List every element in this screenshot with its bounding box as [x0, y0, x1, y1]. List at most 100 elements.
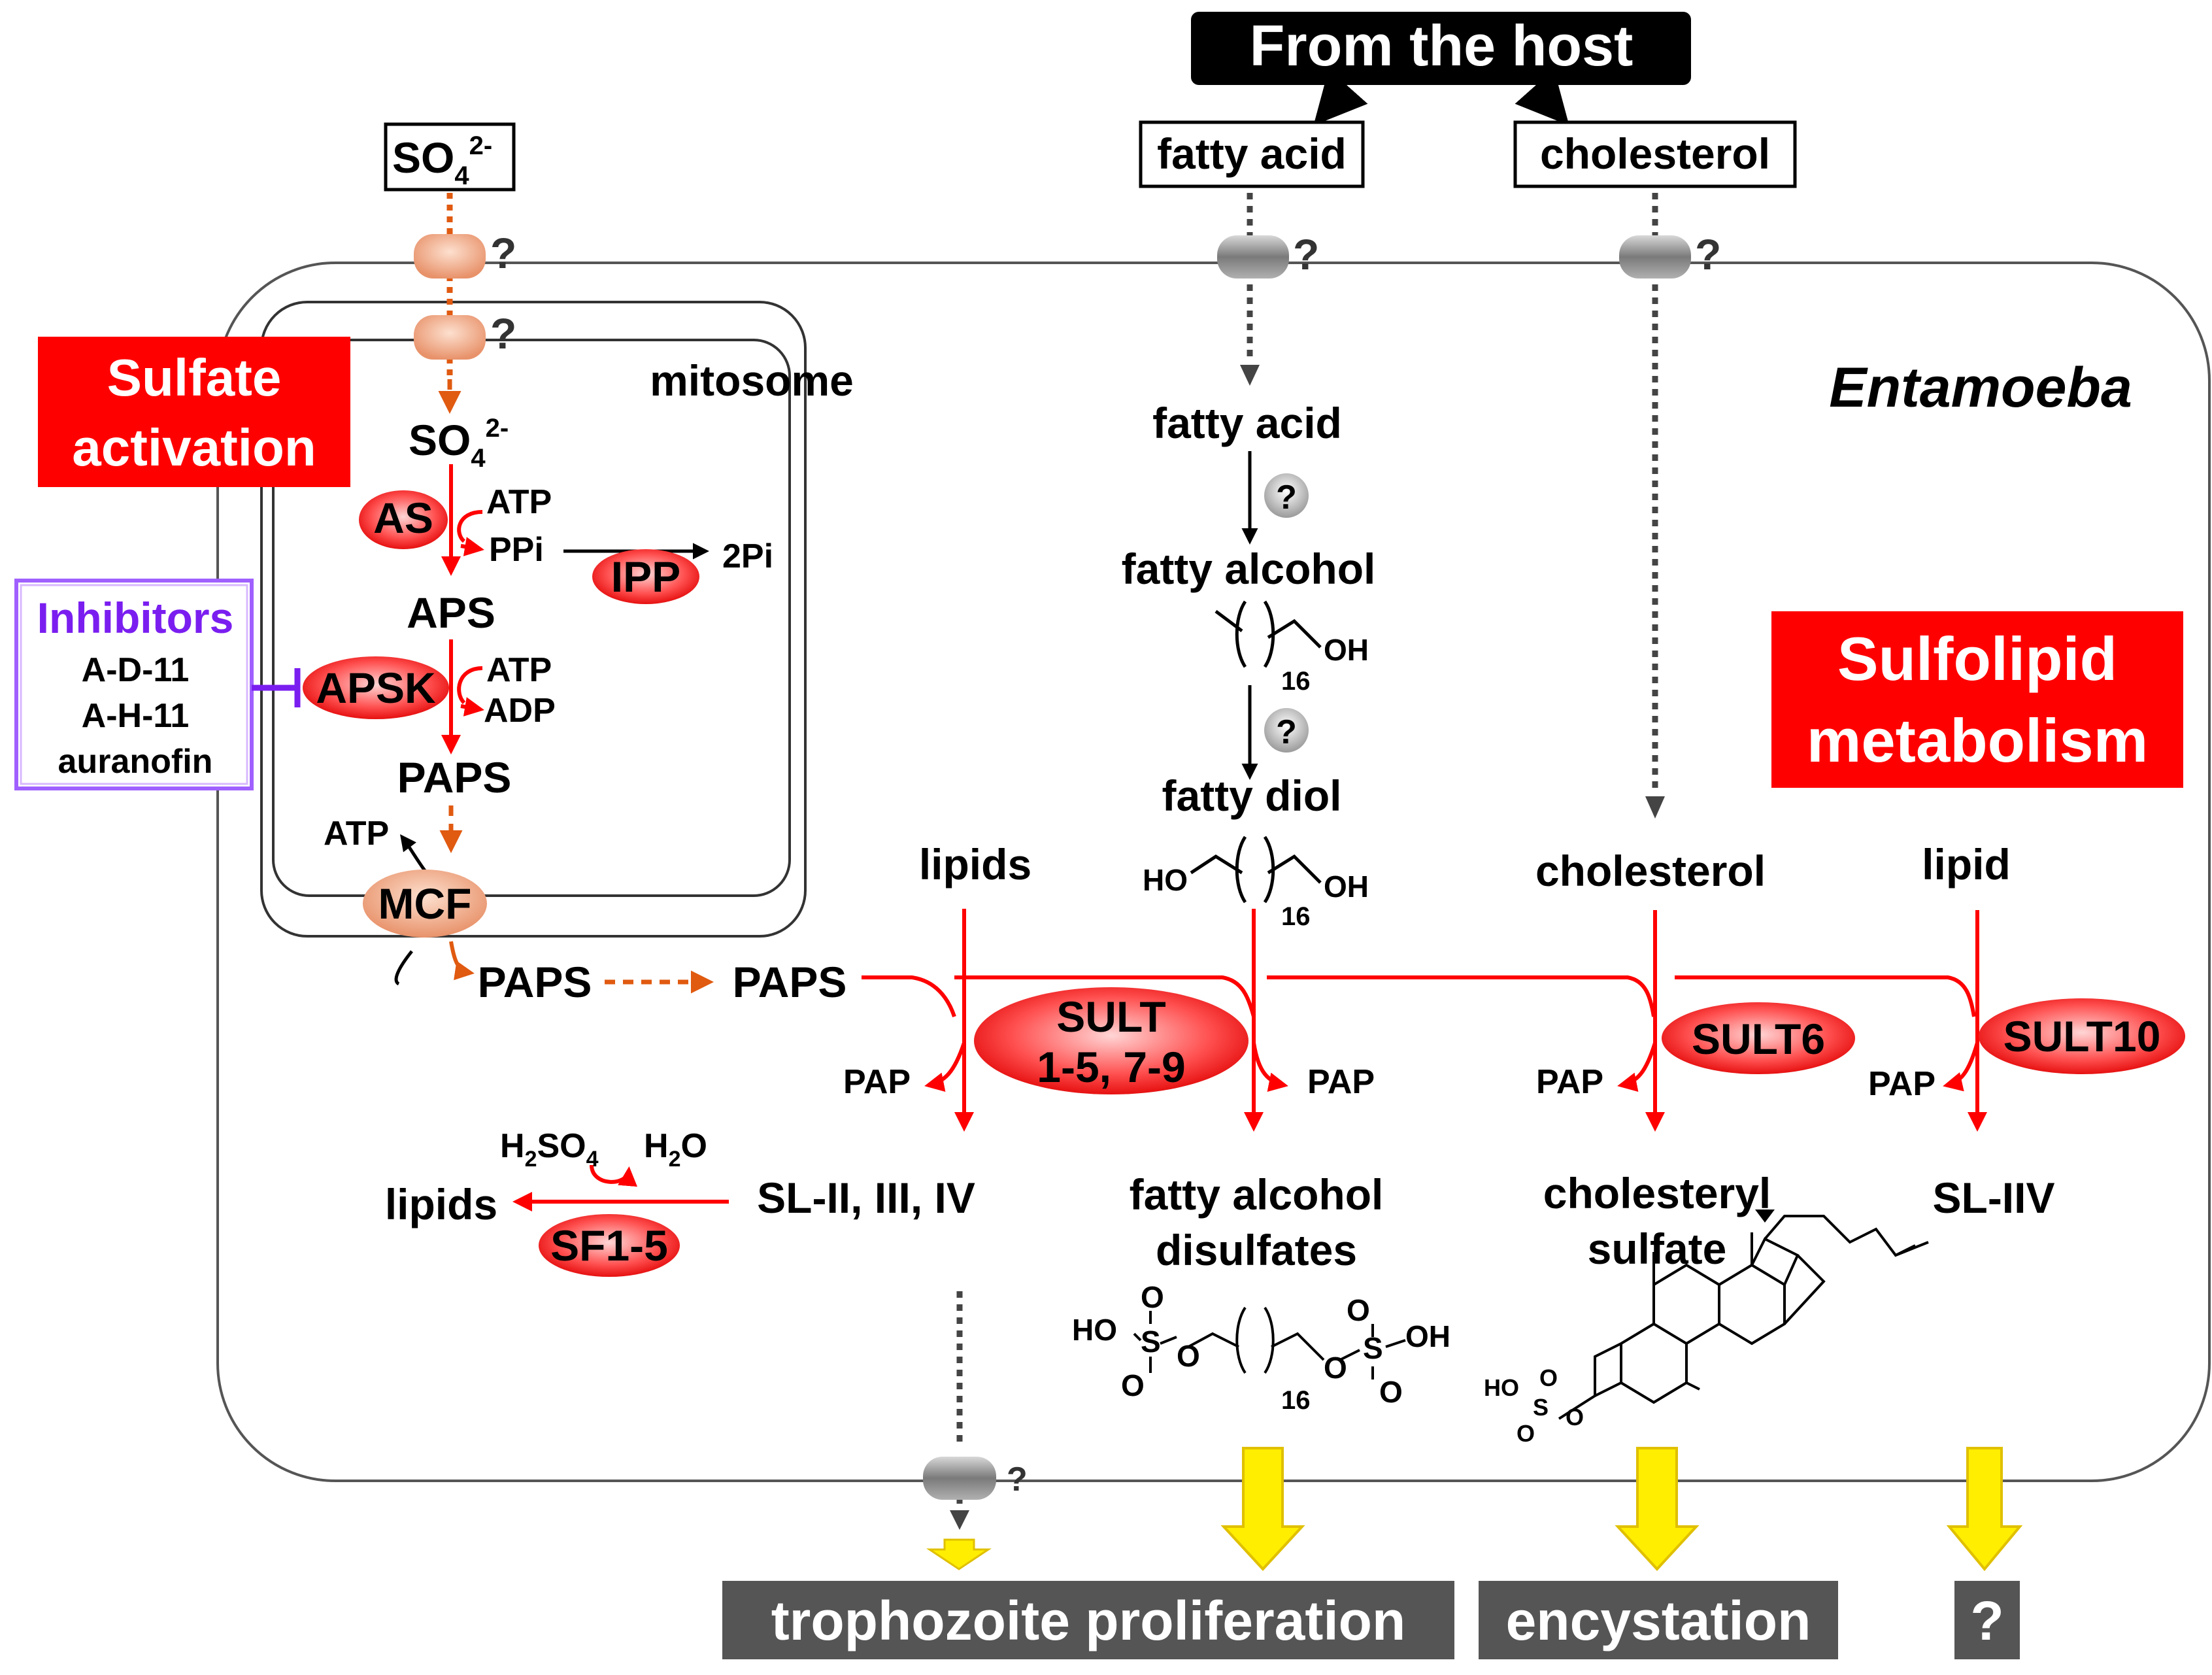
lipids-product-label: lipids [385, 1180, 497, 1228]
fatty-acid-host-box [1139, 120, 1365, 188]
svg-text:S: S [1363, 1331, 1383, 1365]
sult10-label: SULT10 [2003, 1012, 2161, 1060]
svg-text:S: S [1141, 1325, 1161, 1359]
disulfate-outcome-arrow [1220, 1447, 1305, 1571]
unknown-enzyme-2-label: ? [1276, 713, 1297, 751]
pap-cholesterol-label: PAP [1536, 1063, 1603, 1101]
mitosome-inner-membrane [272, 339, 791, 897]
unknown-outcome-box [1954, 1581, 2020, 1659]
inhibitor-item: A-H-11 [82, 697, 190, 735]
inhibitor-item: A-D-11 [82, 651, 190, 689]
two-pi-label: 2Pi [722, 537, 773, 575]
sult10-enzyme [1979, 998, 2185, 1074]
as-enzyme [359, 490, 448, 549]
svg-text:O: O [1177, 1339, 1200, 1373]
pap-lipids-label: PAP [843, 1063, 911, 1101]
fatty-acid-transporter [1217, 235, 1289, 279]
sl-ii-iii-iv-label: SL-II, III, IV [757, 1174, 975, 1222]
fatty-alcohol-16: 16 [1281, 667, 1311, 696]
sf-enzyme [539, 1214, 680, 1277]
h2o-label: H2O [644, 1127, 707, 1172]
paps-cytosol-label: PAPS [478, 958, 592, 1006]
sult-fatty-pap-arrow [1252, 1042, 1288, 1092]
fatty-alcohol-disulfate-structure: HO S O O O O S O O OH 16 [1072, 1280, 1450, 1415]
fatty-acid-import-arrowhead [1240, 365, 1260, 386]
fatty-diol-16: 16 [1281, 902, 1311, 931]
mitosome-label: mitosome [650, 356, 854, 405]
host-title: From the host [1250, 13, 1634, 78]
sulfate-outer-label: SO42- [392, 131, 492, 190]
mcf-paps-out-arrow [449, 941, 475, 981]
mitosome-outer-membrane [260, 301, 807, 938]
svg-text:O: O [1141, 1280, 1164, 1314]
mcf-label: MCF [378, 879, 472, 928]
cholesterol-cell-label: cholesterol [1535, 847, 1766, 895]
as-label: AS [373, 494, 433, 542]
sult6-pap-arrow [1617, 1042, 1657, 1092]
sult-1-5-7-9-enzyme [974, 987, 1248, 1094]
ipp-enzyme [592, 549, 699, 604]
aps-label: APS [407, 588, 495, 637]
proliferation-box [722, 1581, 1454, 1659]
fatty-acid-host-label: fatty acid [1157, 129, 1347, 178]
h2so4-label: H2SO4 [500, 1127, 599, 1172]
unknown-outcome-label: ? [1970, 1590, 2003, 1651]
cholesteryl-sulfate-structure: HO S O O O [1484, 1210, 1929, 1447]
cholesteryl-sulfate-line1: cholesteryl [1543, 1169, 1771, 1217]
cholesterol-import-arrowhead [1645, 796, 1665, 819]
fatty-acid-transporter-question: ? [1293, 230, 1319, 279]
as-ppi-label: PPi [489, 531, 544, 569]
svg-text:16: 16 [1281, 1386, 1311, 1415]
svg-text:O: O [1347, 1293, 1370, 1327]
sult-lipids-pap-arrow [924, 1042, 966, 1092]
svg-text:S: S [1533, 1394, 1549, 1421]
fatty-alcohol-disulfates-line1: fatty alcohol [1130, 1170, 1384, 1219]
fatty-alcohol-oh: OH [1324, 633, 1369, 667]
sl-iiv-outcome-arrow [1946, 1447, 2023, 1572]
apsk-label: APSK [316, 664, 436, 712]
svg-text:HO: HO [1072, 1313, 1117, 1347]
inhibitors-box-glow [20, 584, 248, 785]
inhibitors-box [14, 579, 254, 790]
as-atp-label: ATP [486, 483, 552, 521]
proliferation-small-arrow [926, 1538, 992, 1570]
apsk-atp-label: ATP [486, 651, 552, 689]
sulfolipid-metabolism-box [1771, 611, 2183, 788]
pap-fatty-label: PAP [1307, 1063, 1375, 1101]
cholesterol-transporter [1619, 235, 1691, 279]
sulfate-inner-label: SO42- [409, 414, 509, 473]
sf-label: SF1-5 [550, 1221, 668, 1270]
svg-text:O: O [1566, 1404, 1584, 1430]
host-arrow-cholesterol [1515, 69, 1569, 126]
svg-text:HO: HO [1484, 1374, 1519, 1401]
sulfate-transporter-inner [414, 315, 486, 360]
sf-water-arc [590, 1164, 637, 1187]
encystation-label: encystation [1506, 1590, 1811, 1651]
mcf-transporter [363, 870, 487, 938]
sulfate-outer-box [384, 122, 516, 192]
sl-iiv-label: SL-IIV [1932, 1174, 2054, 1222]
svg-text:O: O [1379, 1375, 1403, 1409]
inhibitors-title: Inhibitors [37, 594, 234, 642]
unknown-enzyme-1-label: ? [1276, 479, 1297, 516]
fatty-alcohol-label: fatty alcohol [1122, 545, 1376, 593]
sulfate-activation-line2: activation [72, 418, 316, 477]
proliferation-label: trophozoite proliferation [771, 1590, 1406, 1651]
encystation-box [1479, 1581, 1838, 1659]
sult-1-5-7-9-line2: 1-5, 7-9 [1037, 1043, 1185, 1091]
sl-exporter-question: ? [1007, 1461, 1028, 1498]
host-title-box [1191, 12, 1691, 85]
paps-to-sult-lipids [862, 975, 956, 1017]
svg-text:O: O [1517, 1420, 1535, 1447]
sulfate-activation-box [38, 337, 350, 487]
lipids-label: lipids [919, 840, 1031, 888]
cholesterol-transporter-question: ? [1695, 230, 1721, 279]
apsk-cofactor-arc [457, 666, 483, 705]
ipp-label: IPP [611, 552, 680, 601]
fatty-diol-ho: HO [1143, 863, 1188, 897]
entamoeba-label: Entamoeba [1829, 356, 2132, 419]
sl-exporter [923, 1457, 996, 1500]
apsk-adp-arrow [460, 697, 484, 717]
cholesteryl-outcome-arrow [1615, 1447, 1700, 1571]
